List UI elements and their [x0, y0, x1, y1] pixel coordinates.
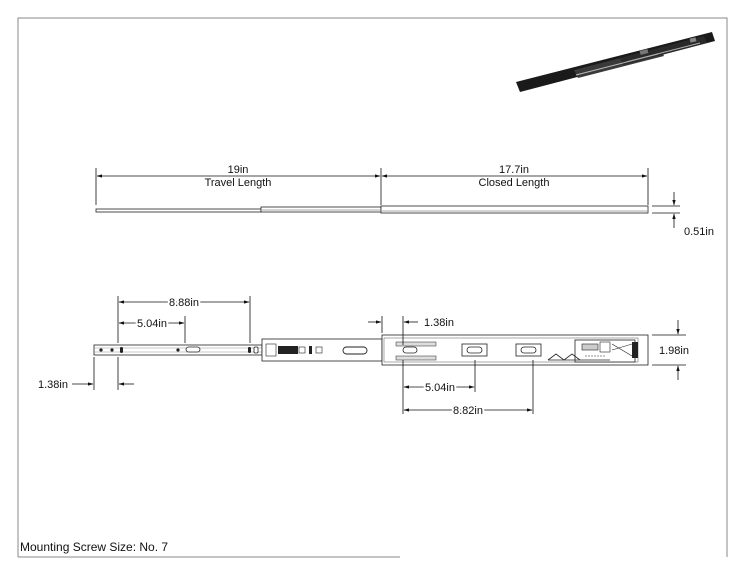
- slide-top-middle-member: [260, 206, 382, 213]
- outer-short-spacing-value: 5.04in: [137, 318, 167, 330]
- inner-long-spacing-value: 8.82in: [453, 405, 483, 417]
- inner-short-spacing-value: 5.04in: [425, 382, 455, 394]
- slide-top-outer-member: [380, 205, 649, 214]
- sheet-border: [17, 17, 728, 557]
- closed-length-value: 17.7in: [499, 164, 529, 176]
- travel-length-label: Travel Length: [205, 177, 272, 189]
- thickness-value: 0.51in: [684, 226, 714, 238]
- height-value: 1.98in: [659, 345, 689, 357]
- closed-length-label: Closed Length: [479, 177, 550, 189]
- rear-mechanism: [547, 339, 638, 363]
- iso-thumbnail: [516, 32, 715, 92]
- outer-long-spacing-value: 8.88in: [169, 297, 199, 309]
- side-view: 8.88in 5.04in 1.38in 1.38in 1.98in 5.04i…: [38, 295, 691, 419]
- mounting-screw-note: Mounting Screw Size: No. 7: [20, 540, 168, 554]
- inner-offset-value: 1.38in: [424, 317, 454, 329]
- travel-length-value: 19in: [228, 164, 249, 176]
- slide-top-inner-member: [95, 208, 262, 213]
- outer-offset-value: 1.38in: [38, 379, 68, 391]
- top-view: 19in Travel Length 17.7in Closed Length …: [95, 164, 714, 238]
